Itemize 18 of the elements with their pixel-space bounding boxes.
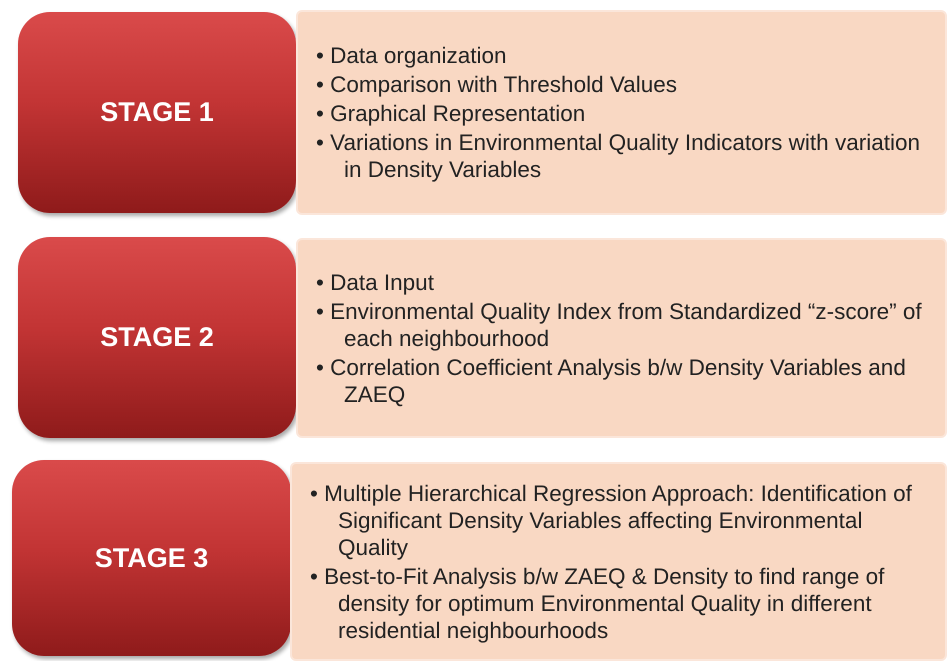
text-panel — [290, 462, 947, 661]
stage-box — [18, 12, 296, 213]
bullet-text: • Data Input — [316, 268, 435, 296]
stage-label: STAGE 2 — [100, 322, 214, 353]
bullet-text: • Best-to-Fit Analysis b/w ZAEQ & Density to find range of density for optimum Environmental Quality in different residential neighbourhoods — [310, 562, 886, 644]
bullet-text: • Data organization — [316, 42, 508, 69]
bullet-text: • Graphical Representation — [316, 100, 586, 127]
text-panel — [296, 238, 947, 438]
text-panel — [296, 10, 947, 215]
stage-box — [12, 460, 291, 656]
bullet-text: • Correlation Coefficient Analysis b/w Density Variables and ZAEQ — [316, 354, 907, 408]
stage-box — [18, 237, 296, 438]
bullet-text: • Comparison with Threshold Values — [316, 71, 678, 98]
bullet-text: • Variations in Environmental Quality Indicators with variation in Density Variables — [316, 129, 921, 183]
bullet-text: • Environmental Quality Index from Standardized “z-score” of each neighbourhood — [316, 298, 923, 352]
bullet-text: • Multiple Hierarchical Regression Approach: Identification of Significant Density Variables affecting Environmental Quality — [310, 480, 913, 560]
stage-label: STAGE 1 — [100, 97, 214, 128]
stage-label: STAGE 3 — [94, 542, 208, 574]
